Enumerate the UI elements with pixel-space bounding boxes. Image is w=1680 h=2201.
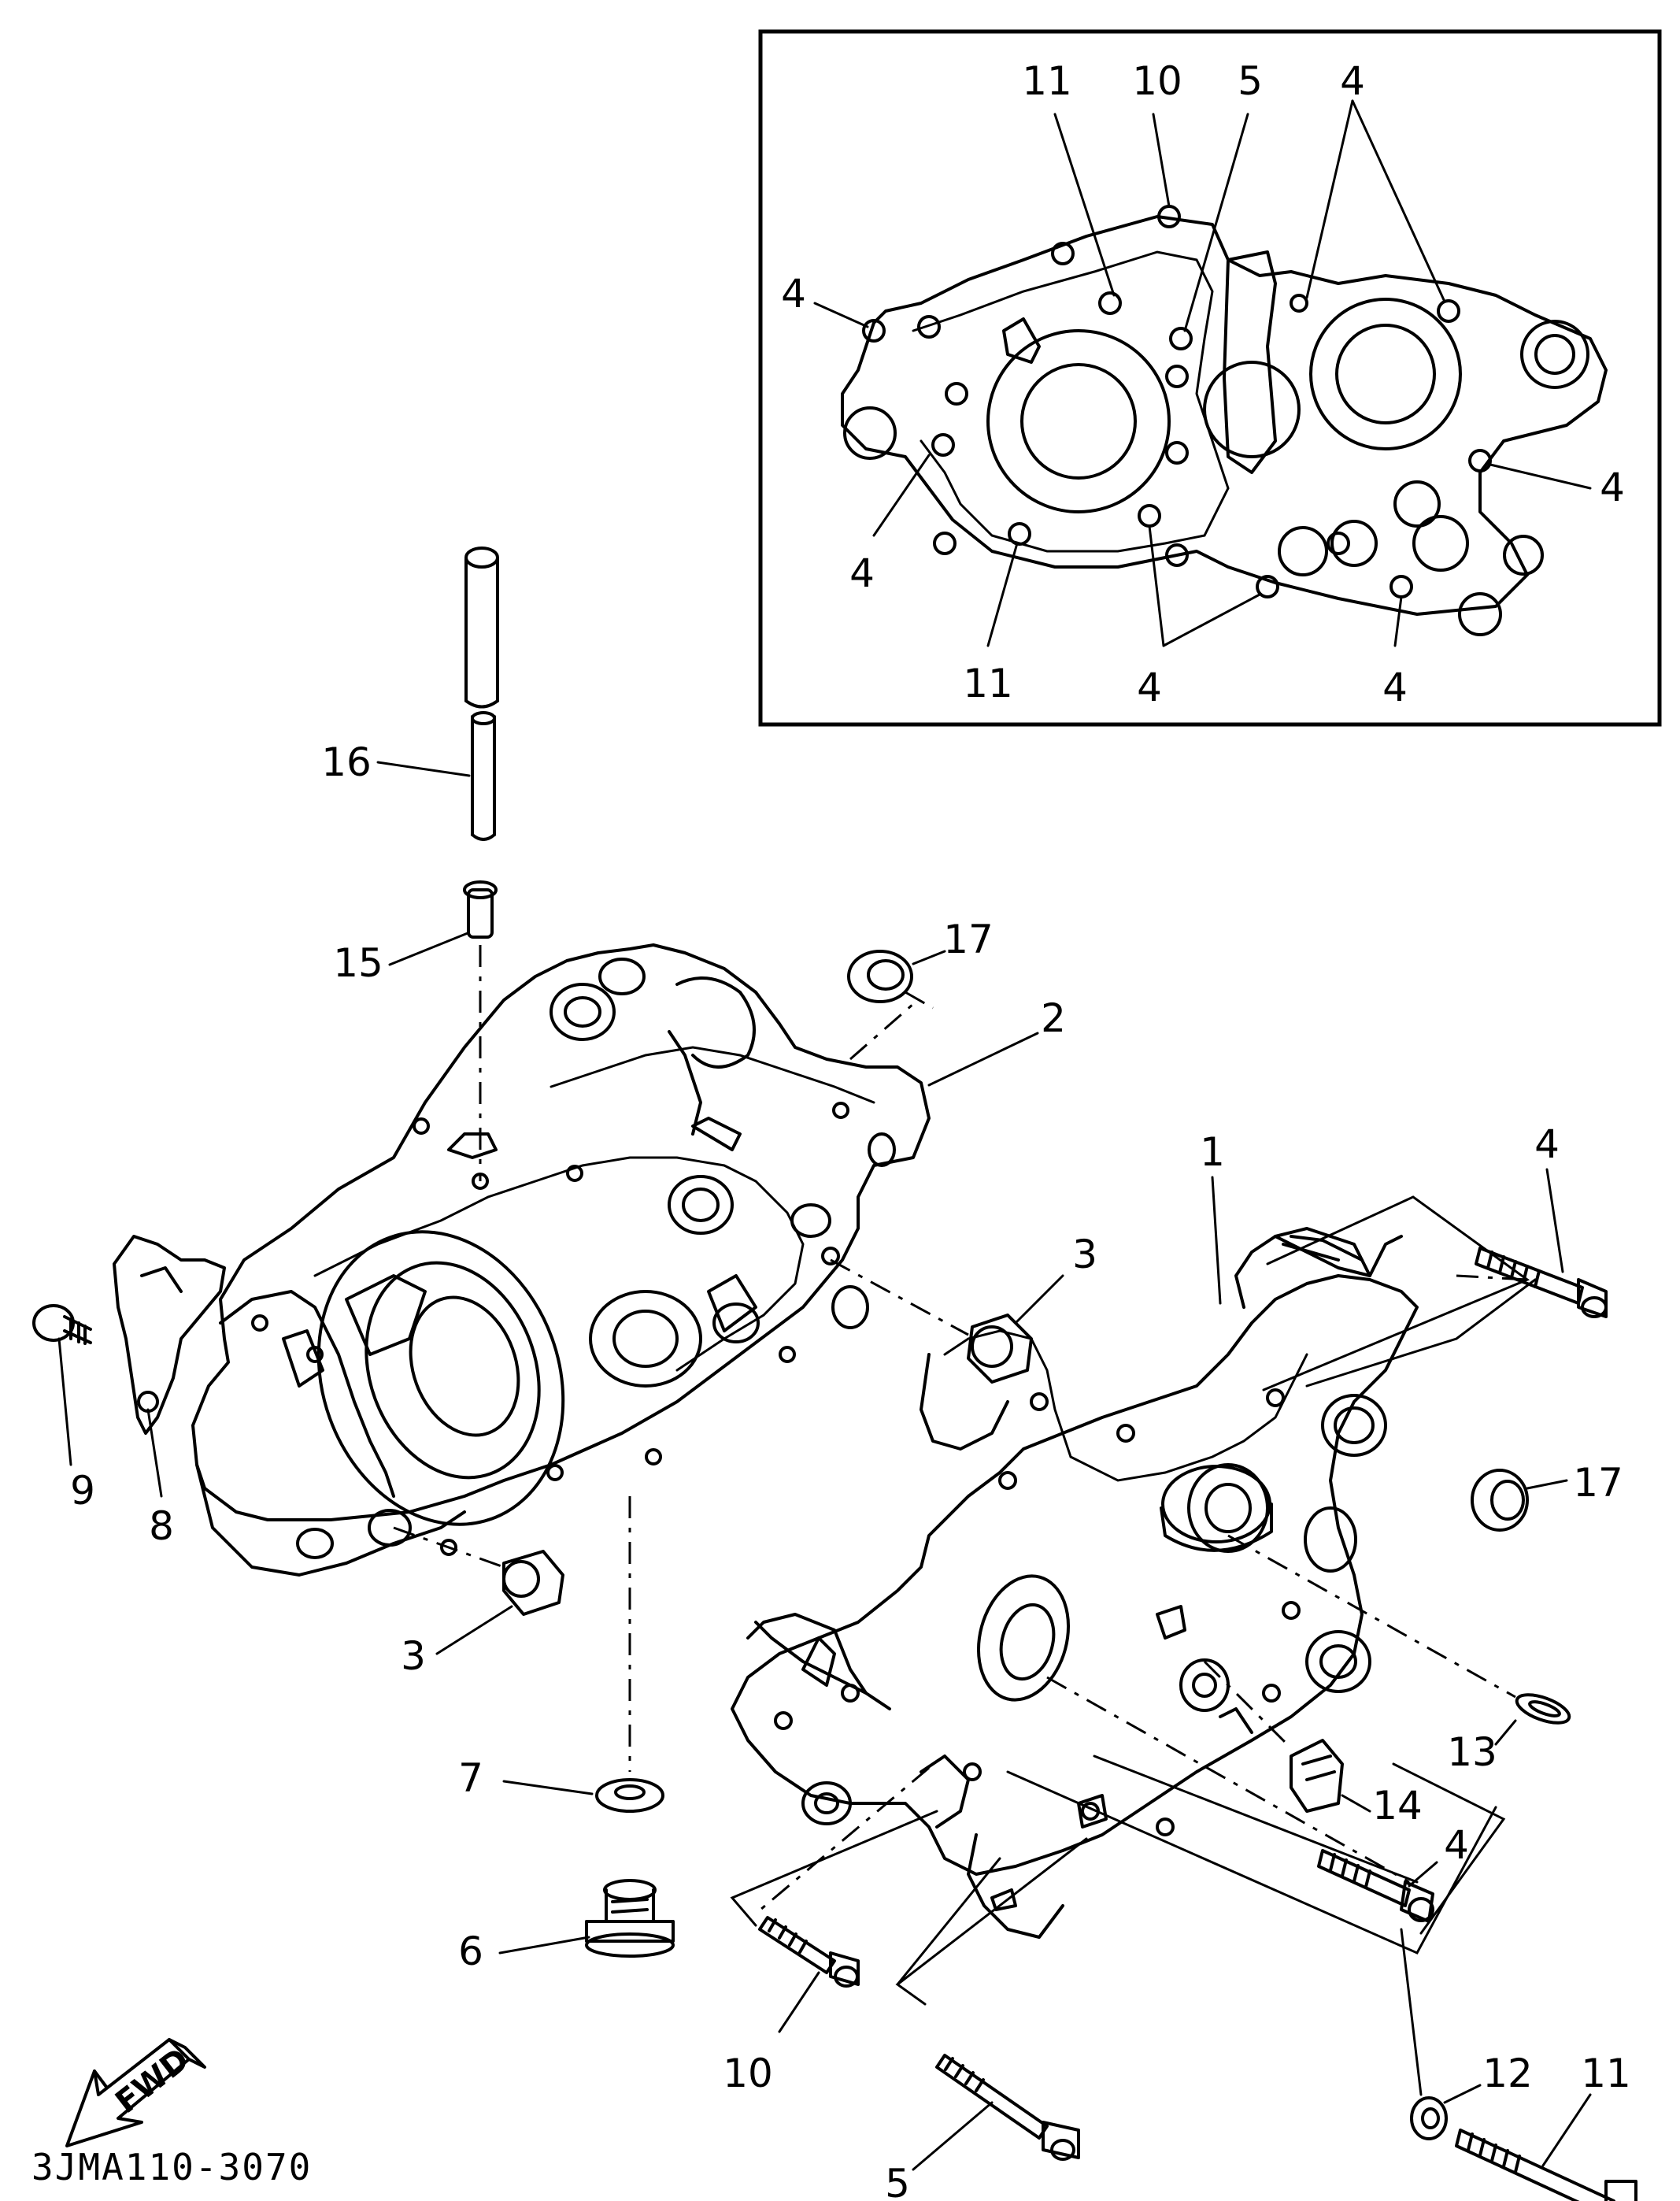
inset-right-bearing-inner: [1335, 324, 1436, 424]
inset-label-11-bottom: 11: [963, 661, 1013, 706]
leader-1: [1211, 1176, 1222, 1305]
inset-label-4-bottom-right: 4: [1382, 665, 1408, 710]
part-2-left-crankcase: [191, 943, 931, 1577]
inset-bearing-inner: [1020, 363, 1137, 480]
inset-label-11-top: 11: [1022, 58, 1072, 104]
leader-2: [927, 1032, 1039, 1087]
label-4-lower: 4: [1444, 1822, 1469, 1868]
fwd-arrow: FWD: [65, 2038, 206, 2147]
inset-label-4-right: 4: [1600, 465, 1625, 510]
inset-shaft-channel: [1223, 250, 1277, 474]
inset-view: 11 10 5 4 4 4 4 11 4 4: [758, 29, 1662, 727]
part-1-right-crankcase: [731, 1227, 1419, 1939]
inset-label-4-lower-left: 4: [849, 550, 875, 596]
part-13-clip: [1227, 1534, 1571, 1746]
part-12-washer: [1410, 2084, 1482, 2140]
diagram-code: 3JMA110-3070: [31, 2146, 312, 2188]
label-7: 7: [458, 1755, 483, 1801]
label-3-lower: 3: [401, 1633, 426, 1679]
part-15-fitting: [388, 880, 498, 1181]
part-7-washer: [502, 1778, 664, 1813]
part-17-oil-seal-right: [1471, 1469, 1568, 1532]
label-4-upper: 4: [1534, 1121, 1560, 1167]
label-17-right: 17: [1573, 1460, 1623, 1506]
label-5: 5: [885, 2161, 910, 2201]
part-1-bolt-holes: [774, 1388, 1301, 1836]
label-1: 1: [1200, 1129, 1225, 1175]
part-9-bolt: [32, 1304, 92, 1345]
part-16-tube: [376, 547, 499, 841]
label-17-top: 17: [943, 917, 994, 962]
part-14-damper: [1203, 1660, 1371, 1813]
inset-bearing-outer: [986, 329, 1171, 513]
part-17-oil-seal-top: [847, 950, 946, 1010]
part-3-dowel-pin-upper: [830, 1258, 1064, 1384]
label-16: 16: [321, 739, 372, 785]
part-6-drain-bolt: [498, 1879, 675, 1958]
part-4-bolt-upper: [1262, 1168, 1608, 1391]
label-10: 10: [723, 2051, 773, 2096]
label-3-upper: 3: [1072, 1232, 1097, 1277]
part-10-bolt: [758, 1916, 860, 2033]
inset-label-4-bottom: 4: [1137, 665, 1162, 710]
inset-label-5: 5: [1238, 58, 1263, 104]
part-3-dowel-pin-lower: [393, 1526, 564, 1655]
inset-label-4-left: 4: [781, 271, 806, 317]
part-11-long-bolt: [1400, 1928, 1637, 2201]
part-5-long-bolt: [912, 2054, 1080, 2171]
inset-label-4-top: 4: [1340, 58, 1365, 104]
label-2: 2: [1041, 995, 1066, 1041]
part-2-bolt-holes: [251, 1102, 849, 1556]
inset-right-bearing-outer: [1309, 298, 1462, 450]
inset-label-10: 10: [1132, 58, 1182, 104]
inset-frame: [758, 29, 1662, 727]
inset-leaders: [813, 99, 1592, 647]
part-4-bolt-lower: [1046, 1676, 1438, 1923]
label-9: 9: [70, 1468, 95, 1514]
label-13: 13: [1447, 1729, 1497, 1775]
inset-case-outline: [841, 215, 1608, 616]
inset-gasket-line: [912, 250, 1230, 553]
inset-small-bearing: [1520, 320, 1589, 389]
label-8: 8: [149, 1503, 174, 1549]
inset-bolt-holes: [862, 205, 1492, 598]
label-11: 11: [1581, 2051, 1631, 2096]
label-6: 6: [458, 1929, 483, 1974]
part-8-bracket: [113, 1235, 226, 1498]
label-12: 12: [1482, 2051, 1533, 2096]
label-14: 14: [1372, 1783, 1423, 1829]
label-15: 15: [333, 940, 383, 986]
